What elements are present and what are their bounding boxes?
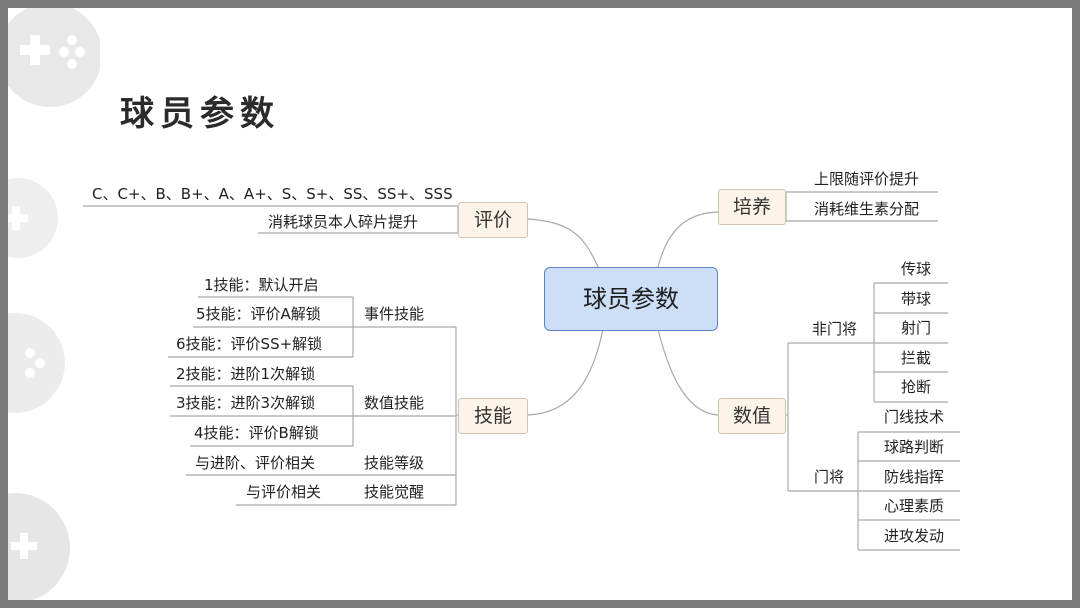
skill-item: 2技能：进阶1次解锁: [176, 365, 316, 383]
stat-item: 带球: [901, 290, 932, 308]
pingjia-fragment-upgrade: 消耗球员本人碎片提升: [268, 213, 419, 231]
skill-group-event: 事件技能: [364, 305, 425, 323]
node-shuzhi[interactable]: 数值: [718, 398, 786, 434]
gamepad-watermark-icon: [8, 493, 70, 600]
peiyang-cap: 上限随评价提升: [814, 170, 920, 188]
skill-item: 4技能：评价B解锁: [194, 424, 319, 442]
skill-group-value: 数值技能: [364, 394, 425, 412]
stat-item: 门线技术: [884, 408, 945, 426]
stat-item: 拦截: [901, 349, 932, 367]
node-pingjia[interactable]: 评价: [458, 202, 528, 238]
page-title: 球员参数: [120, 94, 280, 134]
stat-item: 射门: [901, 319, 932, 337]
center-node[interactable]: 球员参数: [544, 267, 718, 331]
stat-item: 抢断: [901, 378, 932, 396]
stat-item: 球路判断: [884, 438, 945, 456]
stat-group-outfield: 非门将: [812, 320, 858, 338]
gamepad-watermark-icon: [8, 178, 58, 258]
node-jineng[interactable]: 技能: [458, 398, 528, 434]
stat-group-goalkeeper: 门将: [814, 468, 845, 486]
skill-item: 6技能：评价SS+解锁: [176, 335, 323, 353]
pingjia-grade-list: C、C+、B、B+、A、A+、S、S+、SS、SS+、SSS: [92, 185, 453, 203]
stat-item: 传球: [901, 260, 932, 278]
slide: 球员参数: [8, 8, 1072, 600]
gamepad-watermark-icon: [8, 8, 100, 107]
mindmap-connectors: [83, 191, 960, 551]
node-peiyang[interactable]: 培养: [718, 189, 786, 225]
skill-group-awaken: 技能觉醒: [364, 483, 425, 501]
skill-group-level: 技能等级: [364, 454, 425, 472]
gamepad-watermark-icon: [8, 313, 65, 413]
stat-item: 心理素质: [884, 497, 945, 515]
skill-item: 与评价相关: [246, 483, 322, 501]
skill-item: 3技能：进阶3次解锁: [176, 394, 316, 412]
stat-item: 防线指挥: [884, 468, 945, 486]
peiyang-vitamin: 消耗维生素分配: [814, 200, 920, 218]
skill-item: 1技能：默认开启: [204, 276, 319, 294]
stat-item: 进攻发动: [884, 527, 945, 545]
skill-item: 与进阶、评价相关: [195, 454, 316, 472]
skill-item: 5技能：评价A解锁: [196, 305, 321, 323]
